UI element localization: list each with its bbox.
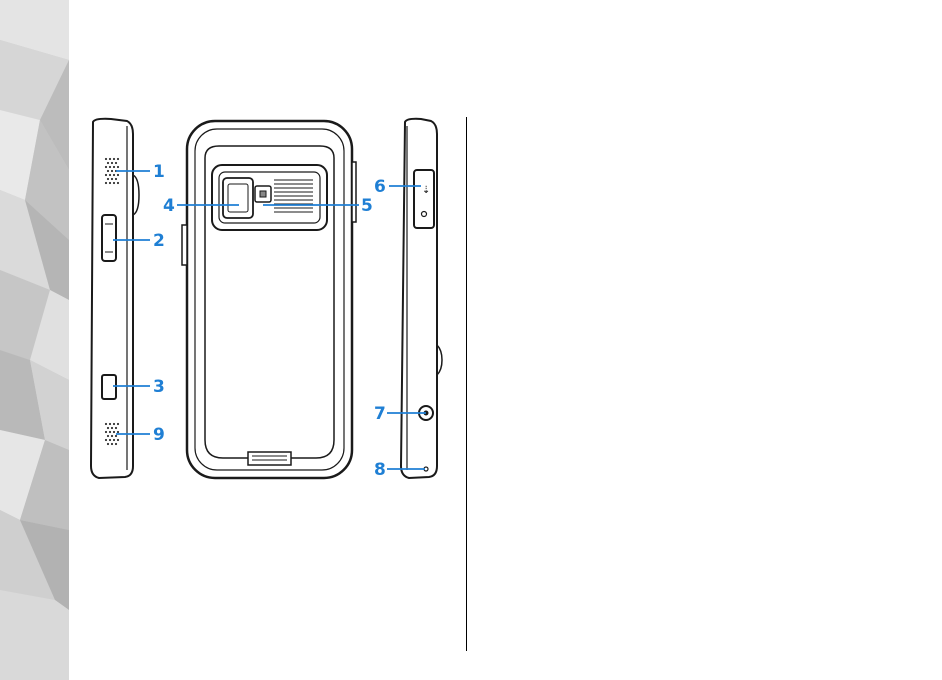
decorative-sidebar — [0, 0, 69, 680]
cover-release-latch — [248, 452, 291, 465]
port-cover — [414, 170, 434, 228]
callout-label-5: 5 — [361, 196, 373, 216]
capture-key — [102, 375, 116, 399]
callout-label-9: 9 — [153, 425, 165, 445]
column-divider — [466, 117, 467, 651]
callout-label-6: 6 — [374, 177, 386, 197]
callout-label-4: 4 — [163, 196, 175, 216]
callout-label-2: 2 — [153, 231, 165, 251]
svg-text:⇣: ⇣ — [422, 185, 430, 196]
volume-key — [102, 215, 116, 261]
device-diagram: ⇣ 1 2 3 4 5 6 — [69, 0, 469, 680]
callout-label-1: 1 — [153, 162, 165, 182]
device-illustration: ⇣ 1 2 3 4 5 6 — [69, 0, 469, 680]
back-view — [182, 121, 356, 478]
callout-label-3: 3 — [153, 377, 165, 397]
right-side-view: ⇣ — [401, 119, 442, 478]
callout-label-7: 7 — [374, 404, 386, 424]
left-side-view — [91, 119, 139, 478]
sidebar-pattern — [0, 0, 69, 680]
callout-label-8: 8 — [374, 460, 386, 480]
